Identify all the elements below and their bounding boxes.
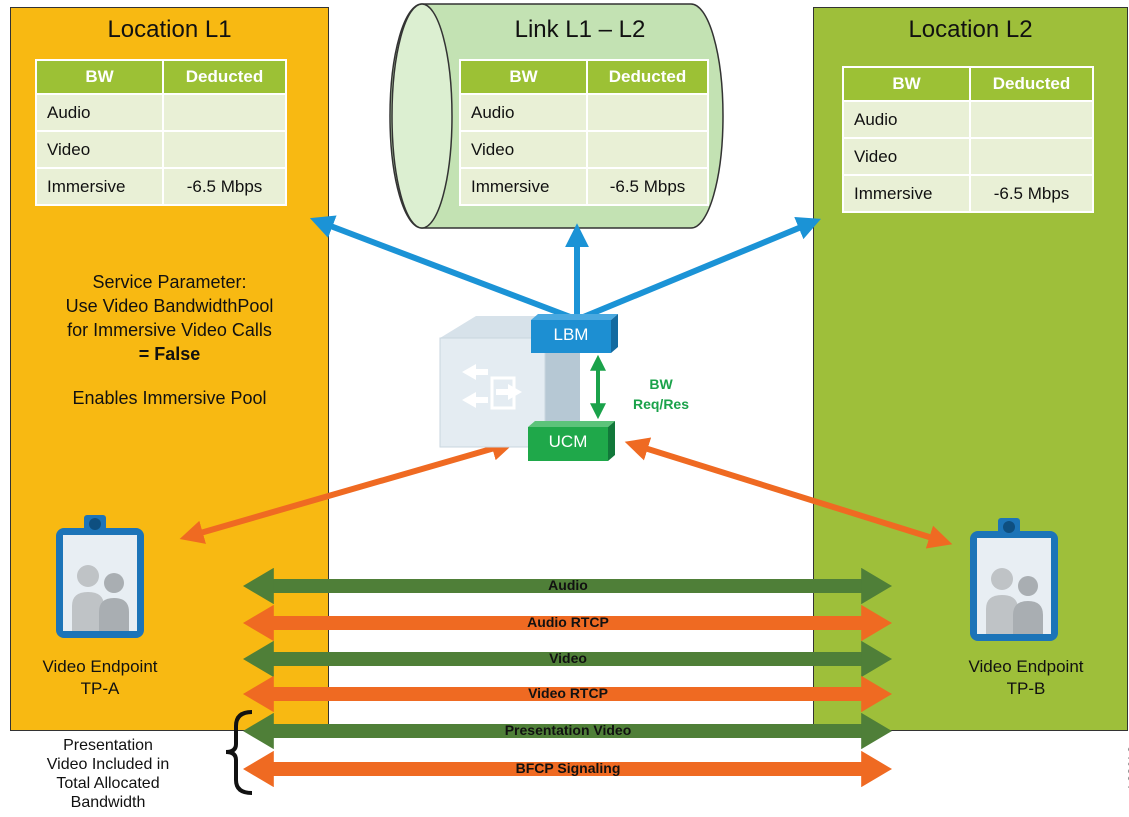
location-l2-title: Location L2 — [908, 16, 1033, 43]
table-header-bw: BW — [35, 59, 164, 95]
video-endpoint-tp-a-icon — [56, 515, 144, 638]
bw-req-res-label: BW Req/Res — [626, 374, 696, 414]
presentation-brace-icon — [225, 710, 253, 795]
presentation-note-line: Bandwidth — [70, 794, 146, 811]
endpoint-tp-b-label: Video Endpoint TP-B — [936, 656, 1116, 700]
table-cell-value: -6.5 Mbps — [969, 174, 1094, 213]
table-header-deducted: Deducted — [586, 59, 709, 95]
endpoint-name: Video Endpoint — [968, 657, 1084, 676]
table-cell-value: -6.5 Mbps — [162, 167, 287, 206]
table-cell-label: Audio — [459, 93, 588, 132]
video-endpoint-tp-b-icon — [970, 518, 1058, 641]
location-l2-bw-table: BW Deducted Audio Video Immersive -6.5 M… — [842, 66, 1094, 213]
lbm-node: LBM — [531, 320, 611, 353]
service-parameter-line: Use Video BandwidthPool — [65, 296, 274, 316]
table-cell-value — [162, 130, 287, 169]
table-header-bw: BW — [459, 59, 588, 95]
location-l1-title: Location L1 — [107, 16, 232, 43]
server-icon — [439, 316, 580, 448]
flow-label: Presentation Video — [504, 722, 632, 738]
presentation-note-line: Presentation — [63, 737, 153, 754]
table-cell-label: Video — [459, 130, 588, 169]
bw-req-res-line: Req/Res — [632, 396, 690, 412]
table-cell-value — [586, 93, 709, 132]
lbm-to-l2-arrow — [579, 216, 821, 321]
presentation-note-line: Video Included in — [46, 756, 170, 773]
service-parameter-line: for Immersive Video Calls — [67, 320, 272, 340]
service-parameter-note: Service Parameter: Use Video BandwidthPo… — [10, 270, 329, 410]
ucm-tp-a-arrow — [179, 437, 516, 544]
endpoint-tp-a-label: Video Endpoint TP-A — [10, 656, 190, 700]
table-header-deducted: Deducted — [969, 66, 1094, 102]
table-cell-value — [969, 137, 1094, 176]
ucm-tp-b-arrow — [624, 437, 953, 549]
table-cell-label: Video — [35, 130, 164, 169]
table-cell-label: Video — [842, 137, 971, 176]
endpoint-id: TP-B — [1006, 679, 1046, 698]
table-cell-label: Audio — [842, 100, 971, 139]
immersive-pool-note: Enables Immersive Pool — [72, 388, 267, 408]
lbm-to-l1-arrow — [309, 215, 575, 321]
table-cell-value — [969, 100, 1094, 139]
table-cell-label: Immersive — [35, 167, 164, 206]
flow-arrows — [243, 567, 892, 788]
service-parameter-line: Service Parameter: — [92, 272, 247, 292]
flow-label: BFCP Signaling — [515, 760, 621, 776]
flow-label: Audio — [548, 577, 588, 593]
location-l1-bw-table: BW Deducted Audio Video Immersive -6.5 M… — [35, 59, 287, 206]
link-bw-table: BW Deducted Audio Video Immersive -6.5 M… — [459, 59, 709, 206]
table-cell-value — [162, 93, 287, 132]
bw-req-res-line: BW — [649, 376, 673, 392]
table-cell-label: Immersive — [459, 167, 588, 206]
endpoint-name: Video Endpoint — [42, 657, 158, 676]
table-cell-label: Audio — [35, 93, 164, 132]
flow-label: Video RTCP — [528, 685, 608, 701]
table-cell-value — [586, 130, 709, 169]
table-header-bw: BW — [842, 66, 971, 102]
table-cell-label: Immersive — [842, 174, 971, 213]
ucm-node: UCM — [528, 427, 608, 461]
table-header-deducted: Deducted — [162, 59, 287, 95]
flow-label: Video — [549, 650, 587, 666]
presentation-note-line: Total Allocated — [56, 775, 160, 792]
link-title: Link L1 – L2 — [514, 16, 646, 43]
service-parameter-value: = False — [138, 344, 201, 364]
figure-id: 346334 — [1125, 745, 1129, 790]
endpoint-id: TP-A — [80, 679, 120, 698]
table-cell-value: -6.5 Mbps — [586, 167, 709, 206]
presentation-note: Presentation Video Included in Total All… — [18, 736, 198, 812]
flow-label: Audio RTCP — [527, 614, 609, 630]
